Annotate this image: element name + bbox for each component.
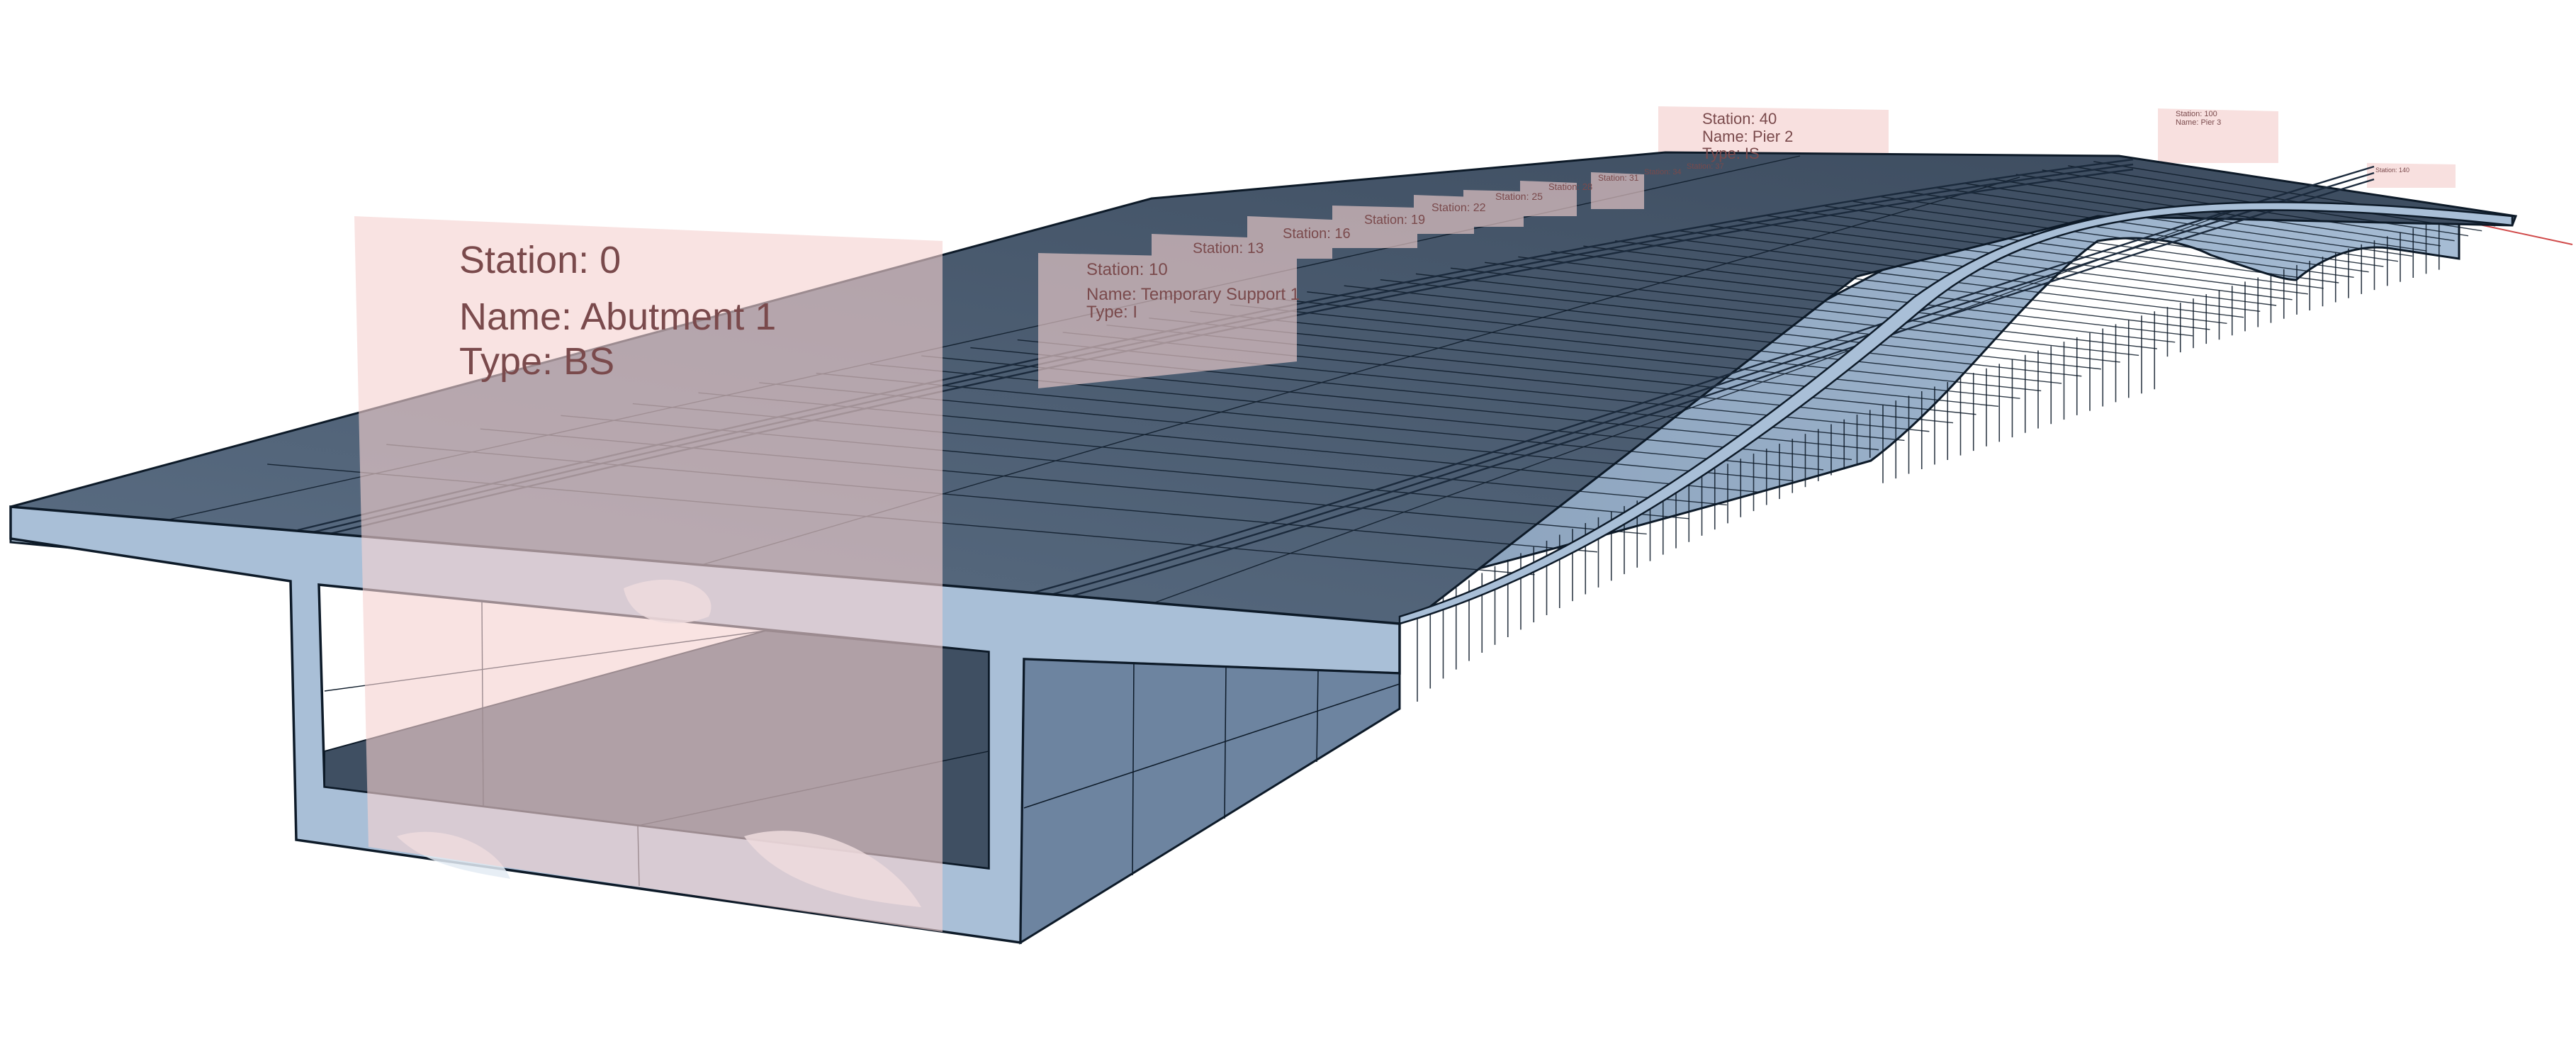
station-31-station: Station: 31 <box>1598 173 1639 183</box>
deck-grid <box>10 155 2496 624</box>
deck-grid-line <box>1796 210 2339 283</box>
deck-grid-line <box>1962 182 2427 252</box>
deck-grid-line <box>1230 304 2042 392</box>
label-planes <box>354 172 1644 932</box>
deck-grid-line <box>1551 251 2210 330</box>
station-100-station: Station: 100 <box>2176 110 2217 118</box>
station-0-station: Station: 0 <box>459 239 621 281</box>
deck-grid-line <box>1737 220 2308 295</box>
deck-grid-line <box>1415 273 2139 356</box>
deck-grid-line <box>1881 196 2384 267</box>
station-40-station: Station: 40 <box>1702 110 1777 128</box>
station-10-name: Name: Temporary Support 1 <box>1086 285 1300 304</box>
deck-grid-line <box>1935 187 2413 257</box>
station-0-name: Name: Abutment 1 <box>459 296 776 338</box>
station-37-station: Station: 37 <box>1687 162 1724 171</box>
deck-grid-line <box>1450 267 2158 349</box>
distant-label-planes <box>1658 106 2456 188</box>
deck-grid-line <box>1615 240 2244 318</box>
station-40-type: Type: IS <box>1702 145 1760 162</box>
station-22-station: Station: 22 <box>1432 202 1486 214</box>
station-25-station: Station: 25 <box>1495 191 1543 202</box>
station-34-station: Station: 34 <box>1644 168 1682 176</box>
station-labels: Station: 0 Name: Abutment 1 Type: BS Sta… <box>459 110 2409 383</box>
web-near-face-lines <box>1023 662 1400 876</box>
station-28-station: Station: 28 <box>1548 181 1592 192</box>
station-10-type: Type: I <box>1086 303 1137 322</box>
station-0-type: Type: BS <box>459 340 614 383</box>
deck-grid-line <box>1908 191 2398 262</box>
deck-grid-line <box>1269 298 2062 384</box>
deck-grid-line <box>1344 285 2101 370</box>
deck-grid-line <box>816 372 1824 471</box>
deck-grid-line <box>1707 225 2293 301</box>
deck-grid-line <box>1485 262 2176 343</box>
label-plane-station-10 <box>1038 253 1297 388</box>
deck-grid-line <box>1767 215 2324 289</box>
deck-grid-line <box>1824 206 2354 278</box>
deck-grid-line <box>1852 201 2369 273</box>
deck-grid-line <box>1518 256 2193 337</box>
station-10-station: Station: 10 <box>1086 260 1168 279</box>
station-13-station: Station: 13 <box>1193 240 1264 257</box>
deck-grid-line <box>1307 291 2082 377</box>
deck-grid-line <box>870 364 1852 461</box>
web-near-face <box>1019 658 1401 945</box>
deck-grid-line <box>2068 165 2482 232</box>
station-19-station: Station: 19 <box>1364 213 1425 227</box>
station-100-name: Name: Pier 3 <box>2176 118 2221 127</box>
label-plane-station-0 <box>354 216 943 932</box>
station-140-station: Station: 140 <box>2375 167 2409 174</box>
deck-grid-line <box>1380 279 2120 363</box>
deck-grid-line <box>1190 310 2020 399</box>
deck-edge-curve <box>1398 201 2514 625</box>
deck-grid-line <box>1154 198 2268 603</box>
station-16-station: Station: 16 <box>1283 226 1351 242</box>
station-40-name: Name: Pier 2 <box>1702 128 1793 145</box>
deck-grid-line <box>1583 245 2227 324</box>
